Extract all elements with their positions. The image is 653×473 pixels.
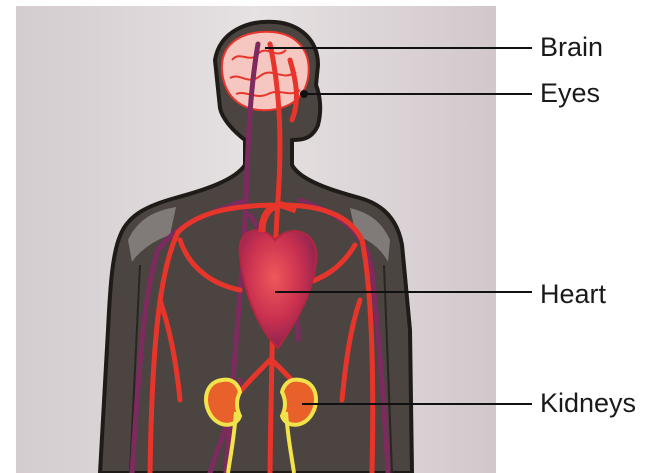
eyes-label: Eyes [540,80,600,107]
heart-label: Heart [540,281,606,308]
brain-label: Brain [540,34,603,61]
eye-dot [300,90,308,98]
kidneys-label: Kidneys [540,390,636,417]
